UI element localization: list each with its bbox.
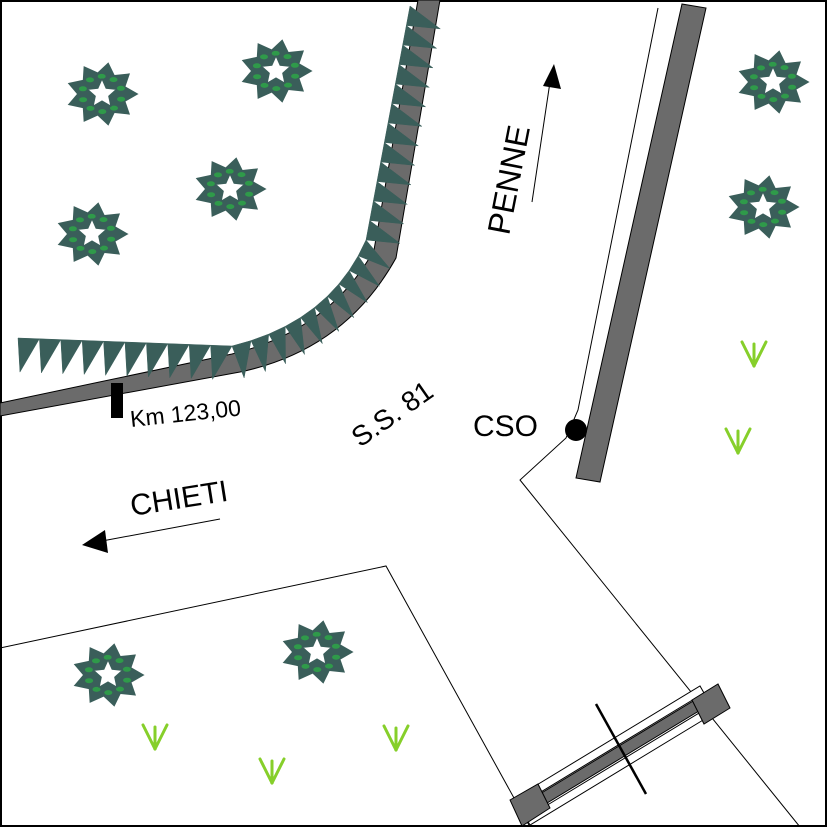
- slope-tooth: [284, 317, 305, 355]
- slope-tooth: [60, 339, 83, 375]
- slope-tooth: [391, 83, 427, 108]
- grass-icon: [258, 757, 286, 785]
- slope-tooth: [398, 44, 434, 69]
- slope-tooth: [167, 343, 190, 379]
- cso-label: CSO: [473, 410, 538, 443]
- km-marker-post: [111, 383, 123, 418]
- slope-tooth: [348, 255, 380, 287]
- slope-tooth: [406, 5, 442, 30]
- slope-tooth: [124, 341, 147, 377]
- slope-tooth: [369, 200, 405, 225]
- slope-tooth: [373, 181, 409, 205]
- tree-icon: [238, 36, 316, 106]
- right-road-outline: [519, 7, 801, 827]
- slope-tooth: [376, 161, 412, 186]
- slope-tooth: [402, 25, 438, 49]
- slope-tooth: [268, 325, 286, 365]
- tree-group: [54, 36, 813, 710]
- chieti-arrow: [82, 518, 221, 553]
- slope-tooth: [395, 64, 431, 88]
- tree-icon: [279, 617, 357, 687]
- slope-tooth: [231, 340, 252, 379]
- slope-tooth: [250, 333, 270, 373]
- embankment-slope: [17, 5, 442, 381]
- slope-tooth: [326, 283, 355, 318]
- bridge-structure: [509, 683, 731, 827]
- slope-tooth: [103, 340, 126, 377]
- grass-icon: [382, 724, 410, 752]
- tree-icon: [725, 172, 803, 242]
- penne-arrow: [531, 64, 561, 203]
- slope-tooth: [338, 270, 368, 303]
- tree-icon: [54, 199, 132, 269]
- slope-tooth: [39, 338, 62, 374]
- slope-tooth: [300, 307, 323, 344]
- grass-icon: [740, 340, 768, 368]
- lower-road-outline: [0, 565, 531, 827]
- slope-tooth: [210, 344, 233, 381]
- slope-tooth: [384, 122, 420, 147]
- grass-icon: [141, 723, 169, 751]
- slope-tooth: [17, 337, 40, 373]
- right-road-edge: [575, 3, 707, 483]
- slope-tooth: [314, 295, 340, 332]
- slope-tooth: [365, 220, 401, 244]
- tree-icon: [64, 59, 142, 129]
- slope-tooth: [188, 344, 212, 380]
- tree-icon: [70, 640, 148, 710]
- tree-icon: [192, 154, 270, 224]
- slope-tooth: [380, 142, 416, 166]
- slope-tooth: [357, 239, 391, 269]
- grass-icon: [724, 427, 752, 455]
- grass-group: [141, 340, 768, 785]
- slope-tooth: [81, 340, 105, 376]
- slope-tooth: [387, 103, 423, 127]
- tree-icon: [735, 47, 813, 117]
- cso-point: [565, 419, 587, 441]
- slope-tooth: [146, 342, 169, 378]
